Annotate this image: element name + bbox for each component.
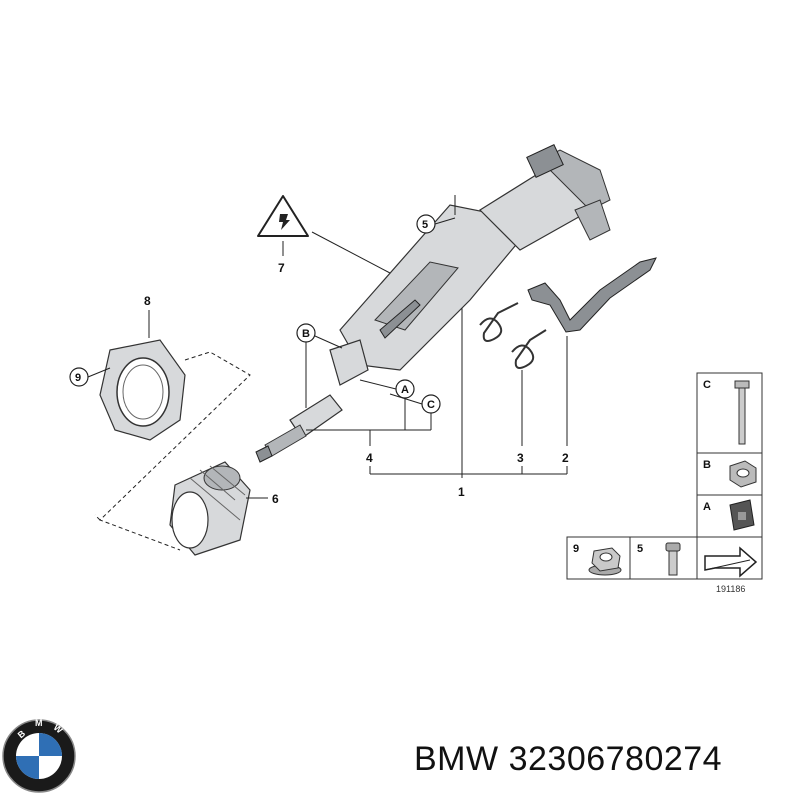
flange-gasket-part (99, 339, 186, 441)
legend-label-9: 9 (573, 543, 579, 555)
callout-6: 6 (272, 492, 279, 506)
lever-part (527, 257, 657, 333)
part-number: 32306780274 (508, 740, 723, 778)
parts-legend: C B A 9 5 (566, 372, 763, 580)
screw-icon (665, 542, 681, 576)
bolt-icon (734, 380, 750, 445)
callout-1: 1 (458, 485, 465, 499)
direction-arrow-icon (704, 546, 758, 578)
callout-c: C (427, 399, 435, 411)
spring-part (479, 302, 547, 369)
callout-7: 7 (278, 261, 285, 275)
diagram-ref-code: 191186 (716, 584, 745, 594)
callout-2: 2 (562, 451, 569, 465)
callout-5: 5 (422, 219, 428, 231)
callout-3: 3 (517, 451, 524, 465)
callout-b: B (302, 328, 310, 340)
callout-4: 4 (366, 451, 373, 465)
callout-a: A (401, 384, 409, 396)
callout-8: 8 (144, 294, 151, 308)
nut-icon (729, 460, 757, 488)
svg-text:B: B (16, 728, 28, 740)
legend-label-5: 5 (637, 543, 643, 555)
legend-label-a: A (703, 501, 711, 513)
bmw-roundel-icon: B M W (2, 718, 76, 793)
svg-text:M: M (35, 718, 43, 728)
steering-column-part (255, 144, 611, 463)
brand-name: BMW (414, 740, 499, 778)
legend-label-c: C (703, 379, 711, 391)
callout-9: 9 (75, 372, 81, 384)
legend-label-b: B (703, 459, 711, 471)
flange-nut-icon (588, 547, 622, 576)
bellows-boot-part (169, 461, 251, 556)
clip-nut-icon (729, 499, 755, 531)
warning-triangle-icon (257, 195, 309, 237)
